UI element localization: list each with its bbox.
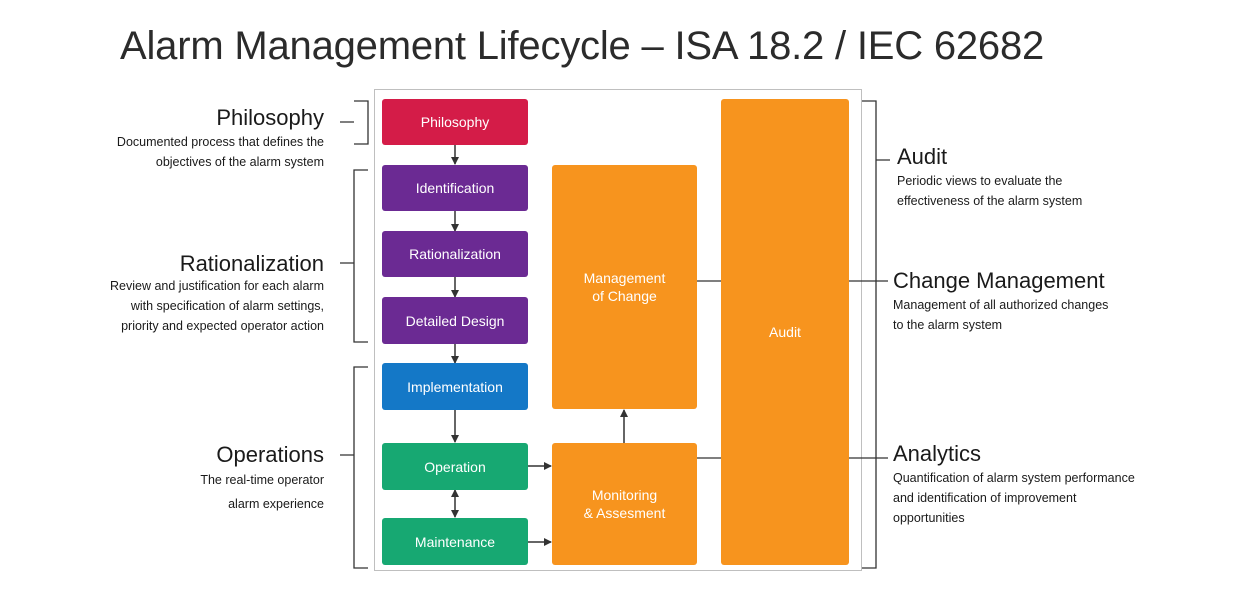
label-change-management-desc: Management of all authorized changes to … [893, 295, 1213, 335]
rationalization-desc-line1: Review and justification for each alarm [110, 279, 324, 293]
box-detailed-design: Detailed Design [382, 297, 528, 344]
philosophy-desc-line1: Documented process that defines the [116, 135, 324, 149]
rationalization-desc-line3: priority and expected operator action [121, 319, 324, 333]
bracket-rationalization [340, 169, 368, 343]
box-monitoring-assessment: Monitoring & Assesment [552, 443, 697, 565]
box-maintenance: Maintenance [382, 518, 528, 565]
label-audit-heading: Audit [897, 144, 948, 169]
box-implementation: Implementation [382, 363, 528, 410]
label-analytics-heading: Analytics [893, 441, 982, 466]
bracket-operations [340, 366, 368, 569]
box-rationalization: Rationalization [382, 231, 528, 277]
analytics-desc-line2: and identification of improvement [893, 491, 1077, 505]
label-philosophy-desc: Documented process that defines the obje… [44, 132, 324, 172]
monitoring-label-line1: Monitoring [591, 487, 658, 503]
label-change-management-heading: Change Management [893, 268, 1105, 293]
label-rationalization-desc: Review and justification for each alarm … [24, 276, 324, 336]
box-identification: Identification [382, 165, 528, 211]
operations-desc-line1: The real-time operator [200, 473, 324, 487]
box-audit: Audit [721, 99, 849, 565]
box-management-of-change: Management of Change [552, 165, 697, 409]
moc-label-line2: of Change [592, 288, 657, 304]
philosophy-desc-line2: objectives of the alarm system [155, 155, 324, 169]
audit-desc-line2: effectiveness of the alarm system [897, 194, 1083, 208]
monitoring-label-line2: & Assesment [583, 505, 666, 521]
change-management-desc-line1: Management of all authorized changes [893, 298, 1109, 312]
moc-label-line1: Management [583, 270, 666, 286]
label-rationalization-heading: Rationalization [179, 251, 324, 276]
label-philosophy-heading: Philosophy [216, 105, 324, 130]
bracket-philosophy [340, 100, 369, 145]
label-audit-desc: Periodic views to evaluate the effective… [897, 171, 1217, 211]
page-title: Alarm Management Lifecycle – ISA 18.2 / … [120, 24, 1045, 68]
box-philosophy: Philosophy [382, 99, 528, 145]
audit-desc-line1: Periodic views to evaluate the [897, 174, 1063, 188]
label-operations-desc: The real-time operator alarm experience [64, 468, 324, 516]
analytics-desc-line1: Quantification of alarm system performan… [893, 471, 1135, 485]
operations-desc-line2: alarm experience [228, 497, 324, 511]
bracket-audit [862, 100, 890, 569]
change-management-desc-line2: to the alarm system [893, 318, 1003, 332]
rationalization-desc-line2: with specification of alarm settings, [130, 299, 324, 313]
analytics-desc-line3: opportunities [893, 511, 965, 525]
label-operations-heading: Operations [216, 442, 324, 467]
label-analytics-desc: Quantification of alarm system performan… [893, 468, 1233, 528]
box-operation: Operation [382, 443, 528, 490]
